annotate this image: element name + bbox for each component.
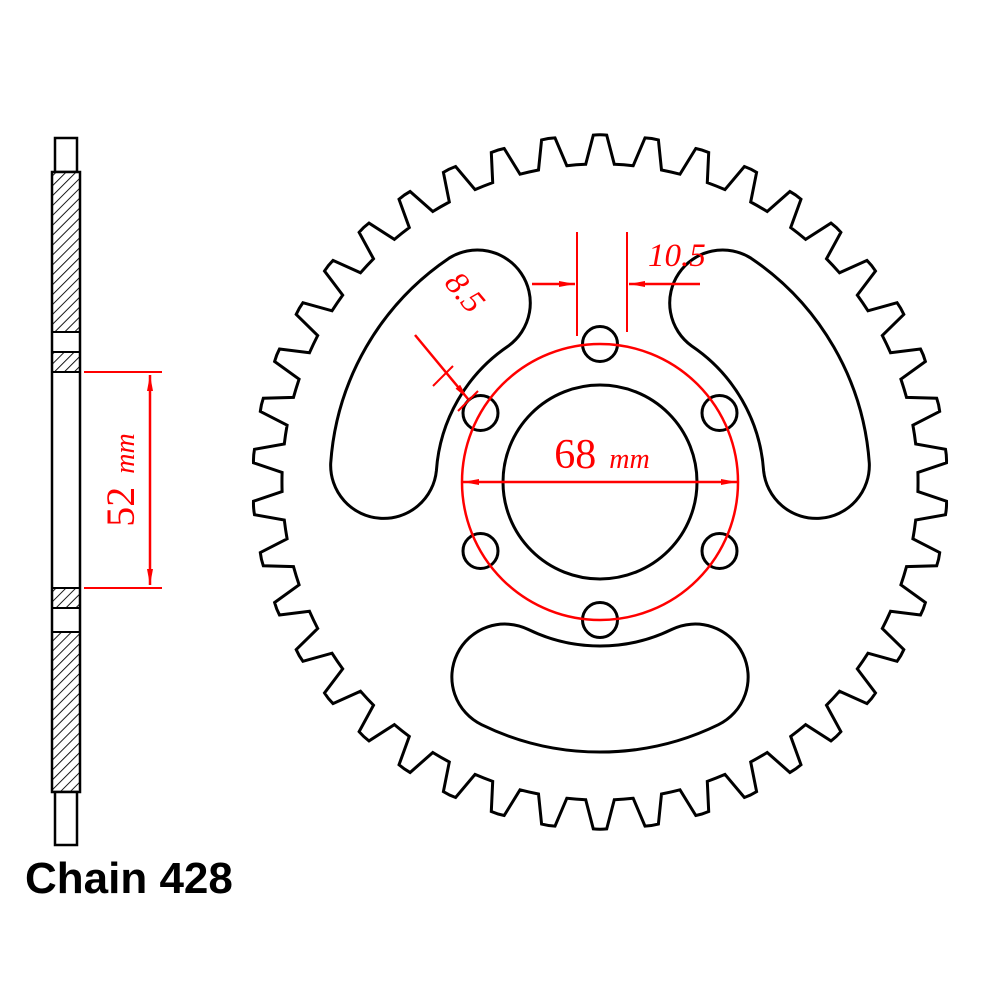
sprocket-front-view: 68 mm 10.5 8.5 [251, 133, 949, 831]
side-view-hatch-lower [51, 631, 81, 793]
sprocket-side-view: 52 mm [50, 136, 162, 847]
bolt-circle [460, 342, 740, 622]
lightening-slot [329, 248, 532, 520]
lightening-slot [668, 248, 871, 520]
leader-line [414, 334, 469, 400]
lightening-slot [450, 622, 750, 754]
dimension-bolt-circle: 68 mm [463, 432, 737, 485]
side-view-hatch-band-2 [51, 587, 81, 609]
side-view-bottom-cap [53, 790, 79, 847]
dimension-label-52: 52 mm [98, 433, 143, 526]
side-view-hatch-band-1 [51, 351, 81, 373]
dimension-label-68: 68 mm [554, 432, 649, 478]
caption-chain-type: Chain 428 [25, 854, 233, 903]
dimension-hub-width: 52 mm [84, 371, 162, 589]
side-view-top-cap [53, 136, 79, 174]
dimension-slot-width: 10.5 [532, 232, 706, 336]
side-view-hatch-upper [51, 171, 81, 333]
dimension-tick [432, 365, 454, 387]
dimension-tick [457, 390, 479, 412]
dimension-label-10-5: 10.5 [648, 238, 706, 274]
